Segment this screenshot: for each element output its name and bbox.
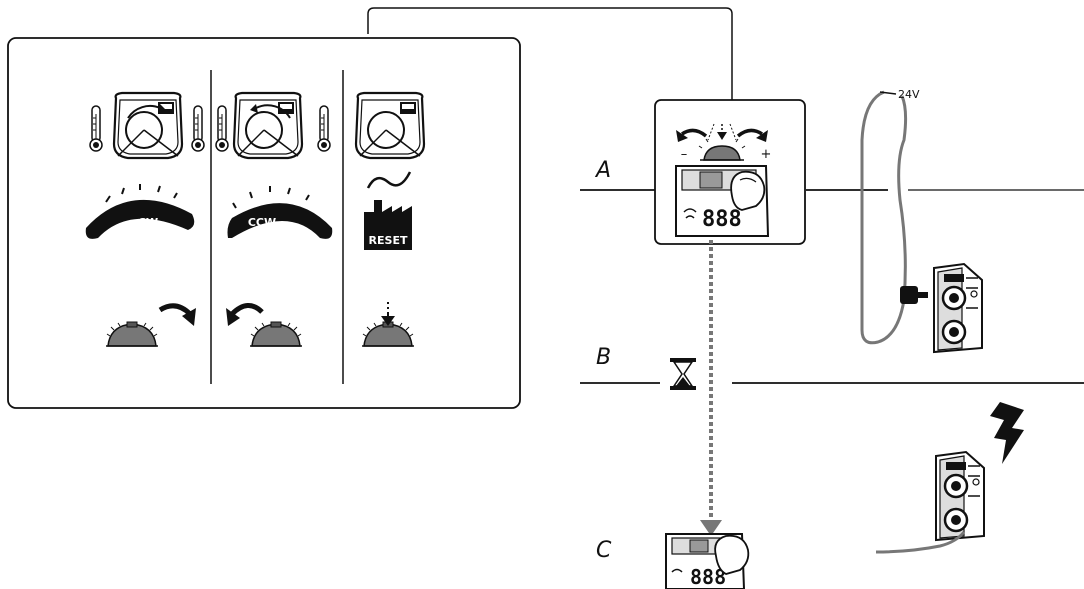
step-label-b: B [596,345,611,370]
cw-label: CW [138,216,158,229]
plug-icon [900,286,918,304]
hourglass-icon [670,358,696,390]
ccw-badge: CCW [227,186,333,239]
thermometer-icon [191,105,205,152]
press-arrow-icon [381,302,395,326]
finger-icon [714,534,750,575]
controller-icon [112,91,184,160]
actuator-icon [934,450,986,542]
controller-knob [698,138,746,161]
step-label-c: C [596,538,612,563]
finger-icon [730,170,766,211]
flow-arrow-head [700,520,722,536]
connector-line [367,7,733,100]
cw-badge: CW [85,184,195,239]
reset-label: RESET [369,234,408,247]
ccw-label: CCW [248,216,276,229]
rotate-cw-icon [158,303,192,316]
lcd-readout: 888 [702,207,742,232]
minus-sign: – [681,147,688,162]
rotate-cw-icon [736,128,763,138]
plus-sign: + [761,147,772,162]
thermometer-icon [89,105,103,152]
power-cable [860,90,908,345]
press-arrow-icon [717,124,727,140]
controller-icon [354,91,426,160]
thermometer-icon [215,105,229,152]
step-label-a: A [594,158,611,183]
rotate-ccw-icon [681,128,708,138]
controller-icon [232,91,304,160]
actuator-icon [932,262,984,354]
thermometer-icon [317,105,331,152]
rotate-cw-icon [127,105,161,119]
lightning-icon [990,402,1024,464]
rotate-ccw-icon [255,104,291,119]
voltage-label: 24V [898,88,920,101]
factory-reset-icon: RESET [364,171,412,250]
power-cable [875,531,966,554]
rotate-ccw-icon [230,303,264,316]
